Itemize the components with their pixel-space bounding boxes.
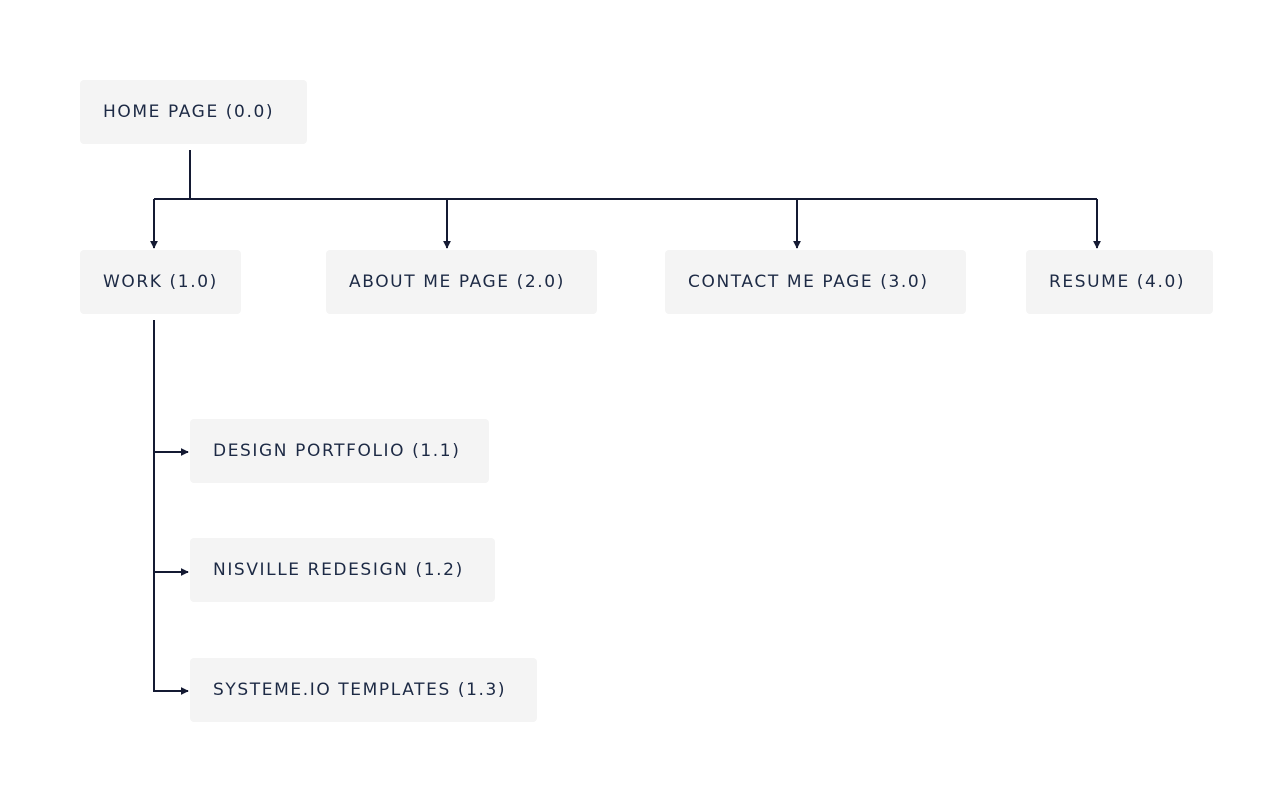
node-resume: RESUME (4.0) — [1026, 250, 1213, 314]
node-systeme-io-templates: SYSTEME.IO TEMPLATES (1.3) — [190, 658, 537, 722]
node-about-me-page: ABOUT ME PAGE (2.0) — [326, 250, 597, 314]
node-nisville-redesign: NISVILLE REDESIGN (1.2) — [190, 538, 495, 602]
node-contact-me-page: CONTACT ME PAGE (3.0) — [665, 250, 966, 314]
node-design-portfolio: DESIGN PORTFOLIO (1.1) — [190, 419, 489, 483]
node-work: WORK (1.0) — [80, 250, 241, 314]
node-home-page: HOME PAGE (0.0) — [80, 80, 307, 144]
